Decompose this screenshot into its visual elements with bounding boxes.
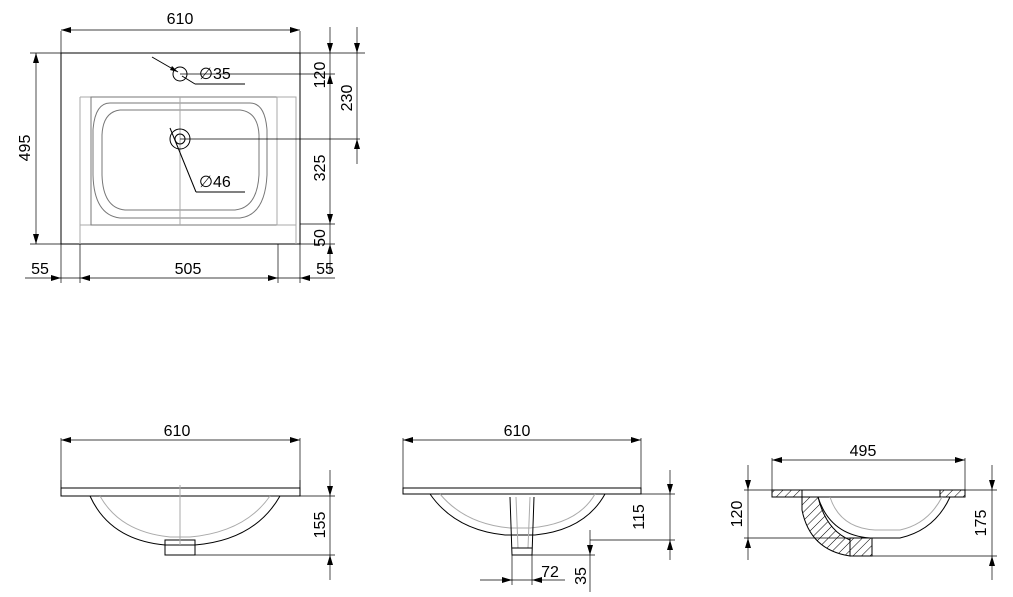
section-wall <box>801 496 851 557</box>
drain-hole-label: ∅46 <box>199 174 231 191</box>
section-drain <box>849 537 873 557</box>
dim-section-inner-depth: 120 <box>729 501 746 528</box>
basin-rim <box>90 96 278 226</box>
side-top-slab <box>402 487 642 495</box>
dim-front-depth: 155 <box>312 512 329 539</box>
top-view: ∅35 ∅46 610 495 120 325 50 <box>17 11 365 283</box>
front-bowl <box>89 495 281 546</box>
bowl-outer <box>92 102 268 219</box>
section-view: 495 120 175 <box>729 443 997 580</box>
dim-right-55: 55 <box>316 261 334 278</box>
dim-505: 505 <box>175 261 202 278</box>
dim-left-height: 495 <box>17 135 34 162</box>
dim-side-width: 610 <box>504 423 531 440</box>
bowl-inner <box>101 109 260 211</box>
dim-230: 230 <box>339 85 356 112</box>
dim-section-width: 495 <box>850 443 877 460</box>
front-view: 610 155 <box>60 423 335 580</box>
top-outline <box>60 52 301 245</box>
dim-left-55: 55 <box>31 261 49 278</box>
dim-top-width: 610 <box>167 11 194 28</box>
section-bowl-inner <box>817 496 951 539</box>
dim-front-width: 610 <box>164 423 191 440</box>
side-bowl <box>429 493 606 536</box>
side-outlet <box>509 496 535 556</box>
tap-hole-label: ∅35 <box>199 66 231 83</box>
side-front-view: 610 115 72 35 <box>402 423 675 592</box>
dim-325: 325 <box>312 155 329 182</box>
dim-outlet-height: 35 <box>573 567 590 585</box>
dim-section-total-depth: 175 <box>973 510 990 537</box>
dim-120: 120 <box>312 62 329 89</box>
dim-outlet-width: 72 <box>541 564 559 581</box>
dim-50: 50 <box>312 229 329 247</box>
dim-side-depth: 115 <box>631 504 648 530</box>
